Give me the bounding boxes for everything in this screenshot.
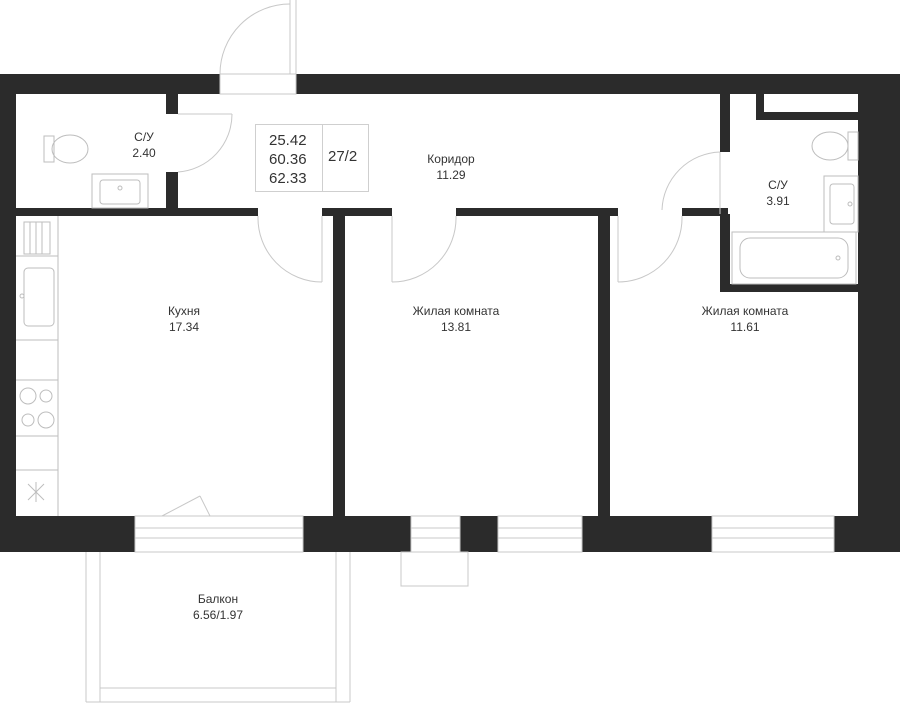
room-area: 6.56/1.97 (192, 608, 244, 622)
room-name: Жилая комната (412, 304, 500, 318)
room-label-bathroom-1: С/У 2.40 (132, 129, 155, 161)
room-label-corridor: Коридор 11.29 (427, 151, 474, 183)
area-value-3: 62.33 (269, 170, 307, 187)
bathroom-left-fixtures (43, 134, 149, 209)
room-label-balcony: Балкон 6.56/1.97 (193, 591, 243, 623)
room-name: Коридор (427, 152, 475, 166)
kitchen-fixtures (16, 216, 59, 516)
room-name: Жилая комната (701, 304, 789, 318)
room-name: С/У (134, 130, 154, 144)
room-label-living-room-2: Жилая комната 11.61 (702, 303, 789, 335)
room-label-kitchen: Кухня 17.34 (168, 303, 200, 335)
room-name: Балкон (197, 592, 239, 606)
unit-number: 27/2 (328, 148, 358, 165)
apartment-info-box (255, 124, 369, 192)
walls (0, 74, 900, 552)
info-divider (322, 125, 323, 191)
area-value-1: 25.42 (269, 132, 307, 149)
bathroom-right-fixtures (731, 131, 859, 285)
room-name: Кухня (167, 304, 201, 318)
room-area: 13.81 (440, 320, 472, 334)
balcony-outline (85, 552, 351, 703)
windows (134, 515, 835, 587)
room-area: 11.61 (730, 320, 760, 334)
room-name: С/У (768, 178, 788, 192)
room-label-living-room-1: Жилая комната 13.81 (413, 303, 500, 335)
doors (161, 0, 721, 517)
room-area: 11.29 (436, 168, 466, 182)
room-area: 2.40 (132, 146, 156, 160)
room-label-bathroom-2: С/У 3.91 (766, 177, 789, 209)
area-value-2: 60.36 (269, 151, 307, 168)
room-area: 17.34 (168, 320, 200, 334)
room-area: 3.91 (766, 194, 790, 208)
